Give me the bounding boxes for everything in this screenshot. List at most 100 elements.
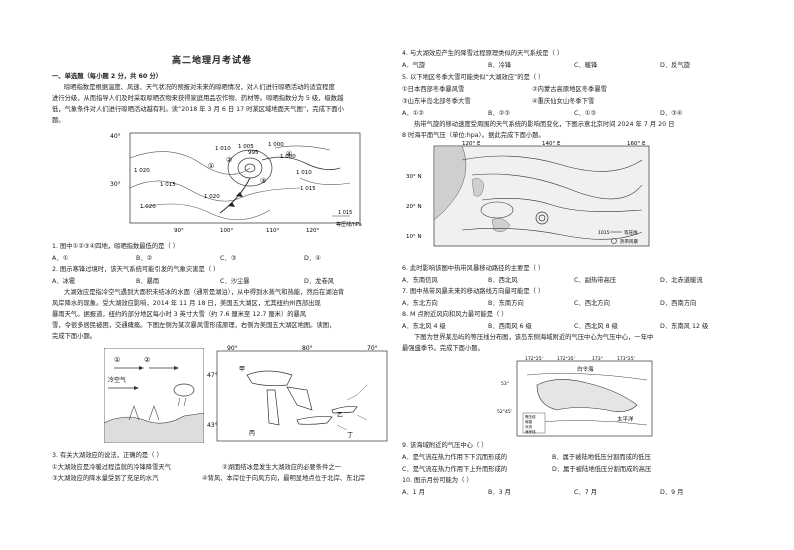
q9-stem: 9. 该海域附近的气压中心（ ）	[402, 442, 488, 449]
q5-stem: 5. 以下地区冬季大雪可能类似“大湖效应”的是（ ）	[402, 74, 545, 81]
sea-label: 太平洋	[617, 415, 634, 423]
option[interactable]: A．东南信风	[402, 277, 438, 284]
q7-options: A．东北方向 B．东南方向 C．西北方向 D．西南方向	[402, 300, 746, 308]
map1-lat: 40°	[110, 133, 121, 140]
q5-statement: ②内蒙古高原地区冬季暴雪	[532, 86, 607, 93]
q8-stem: 8. M 点附近风向和风力最可能是（ ）	[402, 311, 508, 318]
map1-lat: 30°	[110, 181, 121, 188]
page-title: 高二地理月考试卷	[172, 56, 253, 66]
option[interactable]: C．西北风 8 级	[574, 323, 618, 330]
place-label: 丙	[249, 430, 255, 437]
option[interactable]: B．东南方向	[488, 300, 524, 307]
map2-lon: 160° E	[627, 141, 646, 147]
intro2-line: 雪，令很多居民被困，交通瘫痪。下图左侧为某次暴风雪形成原理，右侧为美国五大湖区地…	[52, 322, 336, 329]
option[interactable]: B．②	[136, 255, 153, 262]
map-lon: 70°	[367, 345, 378, 352]
map-lat: 47°	[207, 372, 218, 379]
option[interactable]: A．1 月	[402, 489, 425, 496]
map1-lon: 110°	[266, 228, 279, 234]
q9-option[interactable]: C．是气流在热力作用下上升而形成的	[402, 466, 508, 473]
map2-lat: 10° N	[406, 234, 422, 240]
option[interactable]: C．①③	[574, 110, 596, 117]
q9-option[interactable]: D．属于被陆地低压分割而成的高压	[552, 466, 652, 473]
option[interactable]: B．冷锋	[488, 62, 512, 69]
map3-legend: 河流	[525, 424, 533, 429]
map3-lon: 173°	[592, 356, 603, 362]
option[interactable]: C．西北方向	[574, 300, 610, 307]
map2-lat: 20° N	[406, 204, 422, 210]
q9-option[interactable]: B．属于被陆地低压分割而成的低压	[552, 454, 651, 461]
q3-statement: ②湖面结冰是发生大湖效应的必要条件之一	[222, 464, 341, 471]
map3-lat: 53°	[501, 381, 509, 387]
map3-legend: 城镇	[525, 419, 533, 424]
isobar-label: 1 020	[134, 168, 150, 174]
option[interactable]: A．①②	[402, 110, 424, 117]
option[interactable]: B．西南风 6 级	[488, 323, 532, 330]
map2-legend-storm: 热带风暴	[620, 238, 638, 245]
isobar-label: 1 000	[268, 142, 284, 148]
intro3-line: 热带气旋的移动速度受周围的天气系统的影响而变化，下图示意北京时间 2024 年 …	[414, 121, 675, 128]
q5-statement: ④重庆仙女山冬季下雪	[532, 98, 595, 105]
isobar-label: 1 015	[160, 182, 176, 188]
map2-legend-isobar: 等压线	[624, 229, 638, 236]
map1-point: ②	[226, 156, 232, 164]
q9-option[interactable]: A．是气流在热力作用下下沉而形成的	[402, 454, 508, 461]
isobar-label: 1 020	[204, 194, 220, 200]
option[interactable]: D．③④	[660, 110, 683, 117]
isobar-label: 1 005	[238, 144, 254, 150]
map1-legend-value: 1 015	[338, 210, 352, 216]
option[interactable]: C．③	[220, 255, 237, 262]
intro4-line: 下图为世界某岛屿的等压线分布图，该岛东侧海域附近的气压中心为气压中心，一年中	[414, 334, 654, 341]
pressure-map: 120° E 140° E 160° E 30° N 20° N 10° N 1…	[406, 141, 650, 247]
q6-options: A．东南信风 B．西北风 C．副热带高压 D．北赤道暖流	[402, 277, 746, 285]
isobar-label: 1 010	[215, 146, 231, 152]
q3-statement: ④背风、本岸位于向风方向，最明显地点位于北岸、东北岸	[202, 475, 366, 482]
map1-lon: 100°	[220, 228, 233, 234]
option[interactable]: B．西北风	[488, 277, 518, 284]
isobar-label: 995	[248, 150, 259, 156]
map3-legend: 海岸线	[525, 429, 536, 434]
map-lon: 90°	[227, 345, 238, 352]
q8-options: A．东北风 4 级 B．西南风 6 级 C．西北风 8 级 D．东南风 12 级	[402, 323, 746, 331]
option[interactable]: A．东北风 4 级	[402, 323, 446, 330]
option[interactable]: C．7 月	[574, 489, 597, 496]
intro2-line: 风岸降水的现象。受大湖效应影响，2014 年 11 月 18 日，美国五大湖区，…	[52, 300, 321, 307]
q10-stem: 10. 图示月份可能为（ ）	[402, 477, 473, 484]
q4-options: A．气旋 B．冷锋 C．暖锋 D．反气旋	[402, 62, 746, 70]
place-label: 乙	[337, 412, 343, 419]
map-lat: 43°	[207, 422, 218, 429]
map1-lon: 120°	[306, 228, 319, 234]
q3-stem: 3. 有关大湖效应的说法，正确的是（ ）	[52, 452, 163, 459]
map3-lon: 172°35'	[557, 356, 575, 362]
option[interactable]: D．北赤道暖流	[660, 277, 703, 284]
option[interactable]: D．反气旋	[660, 62, 691, 69]
option[interactable]: B．②③	[488, 110, 510, 117]
map-lon: 80°	[302, 345, 313, 352]
option[interactable]: D．西南方向	[660, 300, 697, 307]
intro1-line: 晾晒指数是根据温度、风速、天气状况的预报对未来的晾晒情况，对人们进行晾晒活动的适…	[64, 84, 335, 91]
option[interactable]: D．④	[304, 255, 321, 262]
option[interactable]: C．副热带高压	[574, 277, 617, 284]
intro2-line: 暴雨天气。据报道，纽约的部分地区每小时 3 英寸大雪（约 7.6 厘米至 12.…	[52, 311, 307, 318]
option[interactable]: B．暴雨	[136, 278, 160, 285]
q4-stem: 4. 与大湖效应产生的降雪过程原理类似的天气系统是（ ）	[402, 50, 564, 57]
island-map: 172°25' 172°35' 173° 173°25' 53° 52°45' …	[497, 356, 653, 437]
sea-label: 白令海	[577, 365, 594, 373]
option[interactable]: D．龙卷风	[304, 278, 335, 285]
diagram-marker: ②	[144, 356, 150, 364]
option[interactable]: C．暖锋	[574, 62, 598, 69]
option[interactable]: B．3 月	[488, 489, 511, 496]
option[interactable]: D．9 月	[660, 489, 684, 496]
map3-lon: 173°25'	[617, 356, 635, 362]
option[interactable]: A．东北方向	[402, 300, 438, 307]
isobar-label: 1 010	[296, 170, 312, 176]
option[interactable]: A．①	[52, 255, 69, 262]
option[interactable]: C．沙尘暴	[220, 278, 250, 285]
option[interactable]: D．东南风 12 级	[660, 323, 709, 330]
isobar-label: 1 015	[300, 186, 316, 192]
intro3-line: 8 时海平面气压（单位:hpa）。据此完成下面小题。	[402, 132, 545, 139]
q2-options: A．冰雹 B．暴雨 C．沙尘暴 D．龙卷风	[52, 278, 388, 286]
option[interactable]: A．气旋	[402, 62, 426, 69]
option[interactable]: A．冰雹	[52, 278, 76, 285]
